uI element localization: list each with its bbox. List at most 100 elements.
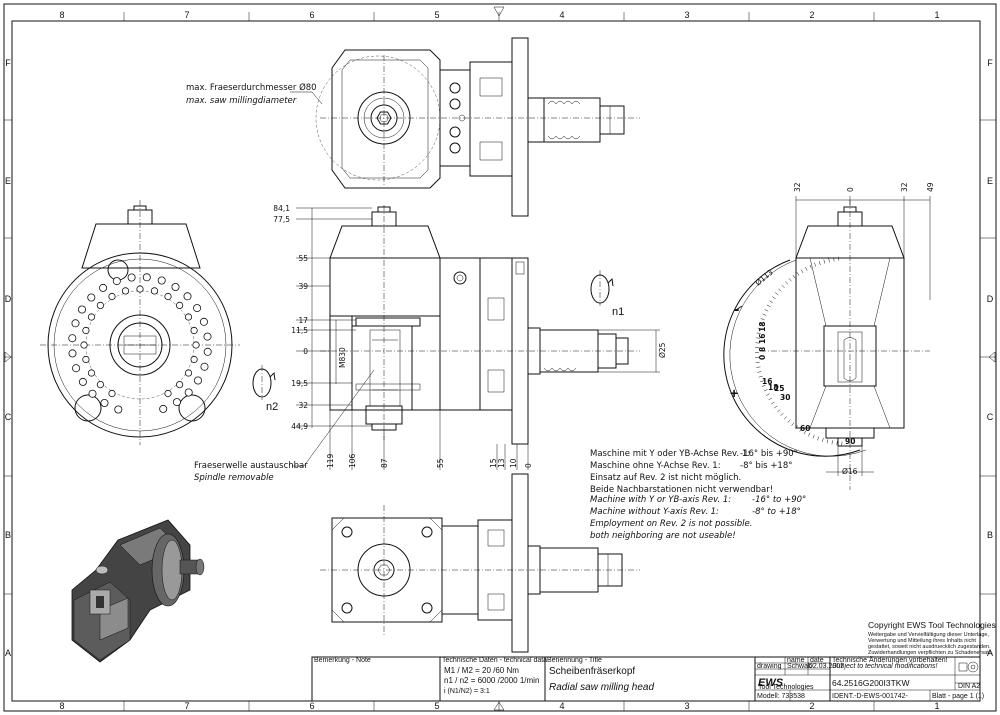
flange-hole [190,355,198,364]
flange-hole [87,293,96,302]
scale-18b: 18 [768,383,778,392]
flange-hole [87,369,96,377]
scale-18a: 18 [758,322,767,332]
scale-tick [817,436,820,441]
col-label-top-4: 4 [559,10,564,20]
copyright-title: Copyright EWS Tool Technologies [868,620,996,630]
row-label-left-E: E [5,176,11,186]
copyright-line-4: Zuwiderhandlungen verpflichten zu Schade… [868,650,994,656]
tech-data-label: Technische Daten - technical data [442,657,547,664]
scale-tick [791,422,795,427]
scale-tick [777,409,781,413]
scale-tick [800,269,804,274]
spindle-label-de: Fraeserwelle austauschbar [194,461,308,471]
scale-tick [757,327,762,330]
dim-top-32-left: 32 [793,182,802,192]
flange-hole [176,380,184,389]
note-de-4: Beide Nachbarstationen nicht verwendbar! [590,485,773,495]
flange-hole [136,285,144,293]
ratio-value: i (N1/N2) = 3:1 [444,688,490,695]
rotation-plus: + [730,385,738,401]
row-label-right-C: C [987,412,994,422]
row-label-right-B: B [987,530,993,540]
flange-hole [157,276,166,285]
dia-16-label: Ø16 [842,467,858,476]
flange-hole [96,380,105,389]
scale-tick [756,366,761,368]
scale-tick [808,432,811,437]
dim-h-15: 15 [489,458,498,468]
remark-label: Bemerkung - Note [314,657,371,664]
col-label-bottom-3: 3 [684,701,689,711]
scale-tick [766,304,771,308]
scale-tick [831,440,833,445]
max-cutter-leader [290,91,323,105]
dim-h-106: 106 [348,453,357,468]
flange-hole [87,313,96,321]
tech-change-en: Subject to technical modifications! [832,663,937,670]
front-view-dimensions [296,207,660,470]
scale-tick [805,266,808,271]
n1-rotation-icon [590,270,614,306]
scale-tick [772,296,776,300]
title-de: Scheibenfräserkopf [549,666,635,677]
flange-hole [68,334,77,343]
scale-tick [795,425,799,429]
title-block [311,656,981,702]
dia-113-label: Ø113 [754,267,775,287]
flange-hole [190,326,198,335]
scale-tick [785,281,789,285]
flange-hole [193,376,202,385]
scale-tick [809,264,812,269]
flange-hole [150,287,159,295]
outer-frame [3,3,997,712]
isometric-render [71,519,205,663]
designation-label: Benennung - Title [547,657,602,664]
dim-v-44-9: 44,9 [291,422,308,431]
copyright-line-2: Verwertung und Mitteilung ihres Inhalts … [868,638,976,644]
top-view [315,37,640,217]
col-label-bottom-1: 1 [934,701,939,711]
model-label: Modell: 733538 [757,693,805,700]
dim-v-39: 39 [298,282,308,291]
scale-tick [778,288,782,292]
scale-tick [792,274,796,279]
flange-hole [203,332,212,341]
flange-hole [78,305,87,314]
col-name: name [787,657,805,664]
n2-label: n2 [266,401,278,413]
scale-ticks [754,256,843,446]
scale-tick [759,322,764,325]
dim-v-32: 32 [298,401,308,410]
scale-tick [812,434,815,439]
col-label-top-7: 7 [184,10,189,20]
dia-25-label: Ø25 [658,342,667,358]
flange-hole [184,369,193,377]
dim-v-19-5: 19,5 [291,379,308,388]
note-en-1-value: -16° to +90° [752,495,806,505]
sheet-label: Blatt - page 1 (1) [932,693,984,700]
flange-hole [99,283,108,292]
scale-tick [803,430,807,435]
flange-hole [114,405,123,414]
col-label-top-8: 8 [59,10,64,20]
row-label-right-E: E [987,176,993,186]
scale-tick [755,337,760,339]
row-label-left-A: A [5,648,11,658]
flange-hole [108,292,116,301]
scale-tick [757,371,762,373]
flange-hole [192,341,200,349]
scale-60: 60 [800,424,810,433]
col-date: date [810,657,824,664]
part-number: 64.2516G200I3TKW [832,678,910,688]
scale-25: 25 [774,384,784,393]
dim-v-0: 0 [303,347,308,356]
row-label-right-A: A [987,648,993,658]
note-de-2: Maschine ohne Y-Achse Rev. 1: [590,461,721,471]
flange-hole [184,388,193,397]
dim-v-84-1: 84,1 [273,204,290,213]
scale-tick [761,384,766,387]
dim-v-55: 55 [298,254,308,263]
flange-hole [72,364,81,373]
spindle-leader [292,369,375,467]
